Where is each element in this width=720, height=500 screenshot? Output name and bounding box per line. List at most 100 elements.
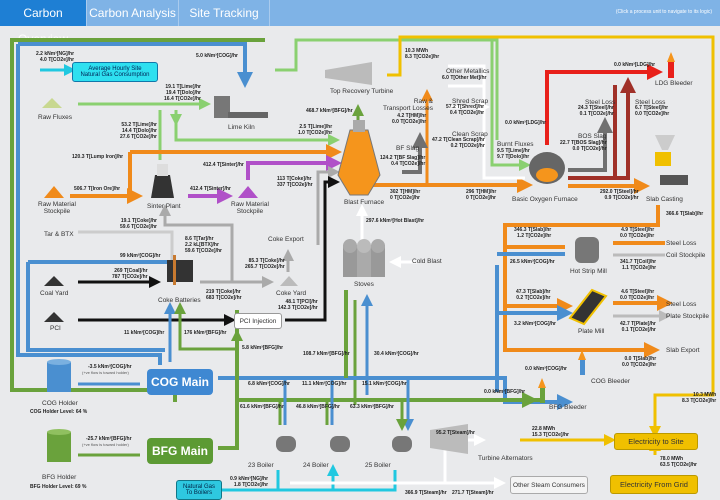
flow-iron-ore: 506.7 T[Iron Ore]/hr: [74, 186, 121, 192]
flow-coke-out: 219 T[Coke]/hr 683 T[CO2e]/hr: [206, 289, 242, 301]
bof-label[interactable]: Basic Oxygen Furnace: [512, 196, 578, 203]
bfg-outer-pipe: [10, 38, 265, 402]
flow-tar-btx: 8.6 T[Tar]/hr 2.2 kL[BTX]/hr 59.6 T[CO2e…: [185, 236, 222, 254]
bfg-holder-label[interactable]: BFG Holder: [42, 474, 77, 481]
cog-holder-icon: [47, 359, 71, 392]
stoves-label[interactable]: Stoves: [354, 281, 374, 288]
stockpile-2-label[interactable]: Raw Material Stockpile: [231, 201, 269, 215]
pm-steel-loss-label[interactable]: Steel Loss: [666, 301, 697, 308]
burnt-fluxes-label: Burnt Fluxes: [497, 141, 534, 148]
coke-yard-icon: [280, 276, 298, 286]
flow-bfg-b24: 46.8 kNm³[BFG]/hr: [296, 404, 340, 410]
flow-steam-ta: 95.2 T[Steam]/hr: [436, 430, 475, 436]
avg-ng-box[interactable]: Average Hourly Site Natural Gas Consumpt…: [72, 62, 158, 82]
pci-icon: [44, 312, 64, 322]
flow-bos-slag: 22.7 T[BOS Slag]/hr 0.0 T[CO2e]/hr: [560, 140, 607, 152]
slab-casting-label[interactable]: Slab Casting: [646, 196, 683, 203]
ldg-bleeder-label[interactable]: LDG Bleeder: [655, 80, 693, 87]
flow-lime-bf: 2.5 T[Lime]/hr 1.0 T[CO2e]/hr: [298, 124, 333, 136]
flow-bfg-battery: 176 kNm³[BFG]/hr: [184, 330, 227, 336]
flow-ng-site: 2.2 kNm³[NG]/hr 4.0 T[CO2e]/hr: [36, 51, 75, 63]
lime-kiln-icon: [214, 96, 268, 118]
raw-fluxes-icon: [42, 98, 62, 108]
pci-label[interactable]: PCI: [50, 325, 61, 332]
stockpile-1-label[interactable]: Raw Material Stockpile: [38, 201, 76, 215]
coke-yard-label[interactable]: Coke Yard: [276, 290, 307, 297]
cold-blast-label[interactable]: Cold Blast: [412, 258, 442, 265]
turbine-alternators-icon: [430, 424, 468, 454]
hsm-steel-loss-label[interactable]: Steel Loss: [666, 240, 697, 247]
flow-steel-loss-a: 24.3 T[Steel]/hr 0.1 T[CO2e]/hr: [578, 105, 614, 117]
tab-bar: Carbon Overview Carbon Analysis Site Tra…: [0, 0, 720, 46]
flow-clean-scrap: 47.2 T[Clean Scrap]/hr 0.2 T[CO2e]/hr: [432, 137, 485, 149]
bfg-bleeder-label[interactable]: BFG Bleeder: [549, 404, 587, 411]
flow-pm-loss: 4.6 T[Steel]/hr 0.0 T[CO2e]/hr: [620, 289, 655, 301]
flow-hot-blast: 297.6 kNm³[Hot Blast]/hr: [366, 218, 425, 224]
coke-batteries-label[interactable]: Coke Batteries: [158, 297, 201, 304]
flow-flux-lime: 19.1 T[Lime]/hr 19.4 T[Dolo]/hr 16.4 T[C…: [164, 84, 201, 102]
trt-label[interactable]: Top Recovery Turbine: [330, 88, 394, 95]
flow-bfg-bleed: 0.0 kNm³[BFG]/hr: [484, 389, 526, 395]
flow-coke-export: 85.3 T[Coke]/hr 265.7 T[CO2e]/hr: [245, 258, 285, 270]
bfg-trt-pipe: [275, 38, 499, 140]
blast-furnace-icon: [337, 120, 381, 196]
flow-ldg-bleeder: 0.0 kNm³[LDG]/hr: [614, 62, 656, 68]
flow-ng-boilers: 0.9 kNm³[NG]/hr 1.8 T[CO2e]/hr: [230, 476, 269, 488]
flow-cog-coke: 99 kNm³[COG]/hr: [120, 253, 161, 259]
raw-fluxes-label[interactable]: Raw Fluxes: [38, 114, 72, 121]
pci-injection-box[interactable]: PCI Injection: [234, 313, 282, 329]
coke-export-label[interactable]: Coke Export: [268, 236, 304, 243]
boiler-25-label[interactable]: 25 Boiler: [365, 462, 391, 469]
boiler-24-label[interactable]: 24 Boiler: [303, 462, 329, 469]
tab-carbon-analysis[interactable]: Carbon Analysis: [87, 0, 179, 26]
flow-slab-pm: 47.3 T[Slab]/hr 0.2 T[CO2e]/hr: [516, 289, 551, 301]
tab-carbon-overview[interactable]: Carbon Overview: [0, 0, 87, 46]
plate-stockpile-label[interactable]: Plate Stockpile: [666, 313, 709, 320]
coal-yard-icon: [44, 276, 64, 286]
lime-kiln-label[interactable]: Lime Kiln: [228, 124, 255, 131]
steel-loss-a-label: Steel Loss: [585, 99, 616, 106]
sinter-plant-label[interactable]: Sinter Plant: [147, 203, 181, 210]
hot-strip-mill-label[interactable]: Hot Strip Mill: [570, 268, 607, 275]
cog-coke-pipe: [26, 260, 174, 352]
coal-yard-label[interactable]: Coal Yard: [40, 290, 69, 297]
cog-holder-label[interactable]: COG Holder: [42, 400, 78, 407]
flow-steel-bof: 292.0 T[Steel]/hr 0.9 T[CO2e]/hr: [600, 189, 639, 201]
cog-bleeder-label[interactable]: COG Bleeder: [591, 378, 631, 385]
plate-mill-label[interactable]: Plate Mill: [578, 328, 605, 335]
boiler-24-icon: [330, 436, 350, 452]
tab-site-tracking[interactable]: Site Tracking: [179, 0, 270, 26]
bfg-holder-icon: [47, 429, 71, 462]
other-steam-box[interactable]: Other Steam Consumers: [510, 476, 588, 494]
blast-furnace-label[interactable]: Blast Furnace: [344, 199, 385, 206]
hot-strip-mill-icon: [575, 237, 599, 263]
plate-mill-icon: [568, 288, 608, 326]
flow-ldg-bof: 0.0 kNm³[LDG]/hr: [505, 120, 547, 126]
flow-coil: 341.7 T[Coil]/hr 1.1 T[CO2e]/hr: [620, 259, 657, 271]
trt-icon: [325, 62, 372, 85]
flow-bfg-holder-note: (+ve flow is toward holder): [82, 442, 129, 447]
flow-sinter-bf: 412.4 T[Sinter]/hr: [203, 162, 244, 168]
cog-holder-level: COG Holder Level: 64 %: [30, 409, 88, 415]
coil-stockpile-label[interactable]: Coil Stockpile: [666, 252, 706, 259]
clean-scrap-label: Clean Scrap: [452, 131, 488, 138]
stoves-icon: [343, 239, 385, 277]
flow-bfg-b25: 63.3 kNm³[BFG]/hr: [350, 404, 394, 410]
bfg-main-box[interactable]: BFG Main: [147, 438, 213, 464]
flow-bfg-b23: 61.6 kNm³[BFG]/hr: [240, 404, 284, 410]
flow-steam-other: 271.7 T[Steam]/hr: [452, 490, 494, 496]
electricity-grid-box[interactable]: Electricity From Grid: [610, 475, 698, 494]
tar-btx-label[interactable]: Tar & BTX: [44, 231, 74, 238]
electricity-site-box[interactable]: Electricity to Site: [614, 433, 698, 450]
boiler-23-label[interactable]: 23 Boiler: [248, 462, 274, 469]
flow-grid: 78.0 MWh 63.5 T[CO2e]/hr: [660, 456, 697, 468]
slab-export-label[interactable]: Slab Export: [666, 347, 700, 354]
cog-main-box[interactable]: COG Main: [147, 369, 213, 395]
turbine-alternators-label[interactable]: Turbine Alternators: [478, 455, 533, 462]
flow-sinter-out: 412.4 T[Sinter]/hr: [190, 186, 231, 192]
flow-steel-loss-b: 6.7 T[Steel]/hr 0.0 T[CO2e]/hr: [635, 105, 670, 117]
bf-slag-label: BF Slag: [396, 145, 420, 152]
ng-boilers-box[interactable]: Natural Gas To Boilers: [176, 480, 222, 500]
cog-bleeder-icon: [578, 350, 586, 375]
steel-loss-b-label: Steel Loss: [635, 99, 666, 106]
